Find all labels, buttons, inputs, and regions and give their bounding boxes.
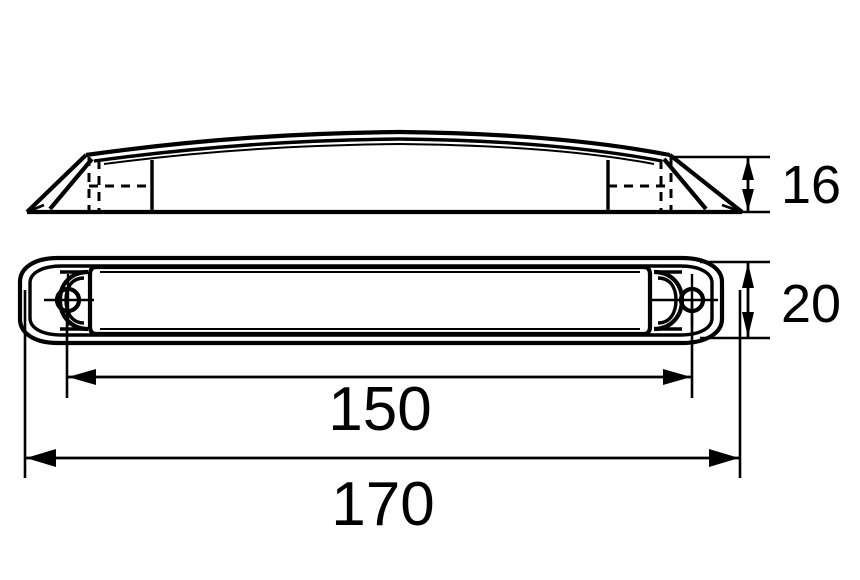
dimension-overall-length-170: 170: [23, 290, 742, 539]
side-top-inner-edge: [93, 137, 663, 163]
side-right-inner-slope: [662, 157, 708, 211]
dim170-label: 170: [331, 470, 434, 539]
dim150-arrowhead-left: [68, 369, 96, 385]
dimension-hole-spacing-150: 150: [65, 300, 694, 444]
dim16-arrowhead-up: [742, 158, 754, 180]
dim20-arrowhead-down: [742, 312, 754, 337]
plan-outer-outline: [17, 255, 725, 346]
dimension-width-20: 20: [700, 260, 841, 340]
dim20-arrowhead-up: [742, 263, 754, 288]
dimension-height-16: 16: [672, 155, 841, 215]
dim16-label: 16: [781, 155, 841, 215]
dim150-label: 150: [328, 375, 431, 444]
side-left-tip-chamfer: [26, 203, 45, 214]
dim170-arrowhead-right: [709, 449, 739, 467]
plan-lens-panel: [87, 264, 653, 337]
side-left-outer-slope: [25, 153, 88, 214]
side-left-inner-slope: [48, 157, 94, 211]
dim170-arrowhead-left: [26, 449, 56, 467]
side-elevation-view: [25, 129, 744, 215]
plan-inner-outline: [28, 264, 714, 337]
side-right-outer-slope: [668, 153, 744, 214]
plan-view: [17, 255, 725, 346]
dim16-arrowhead-down: [742, 189, 754, 211]
side-lens-seam: [103, 142, 655, 165]
dim20-label: 20: [781, 274, 841, 334]
side-top-outer-edge: [85, 129, 671, 158]
dim150-arrowhead-right: [663, 369, 691, 385]
mounting-hole-left: [44, 269, 94, 332]
mounting-hole-right: [648, 269, 718, 332]
